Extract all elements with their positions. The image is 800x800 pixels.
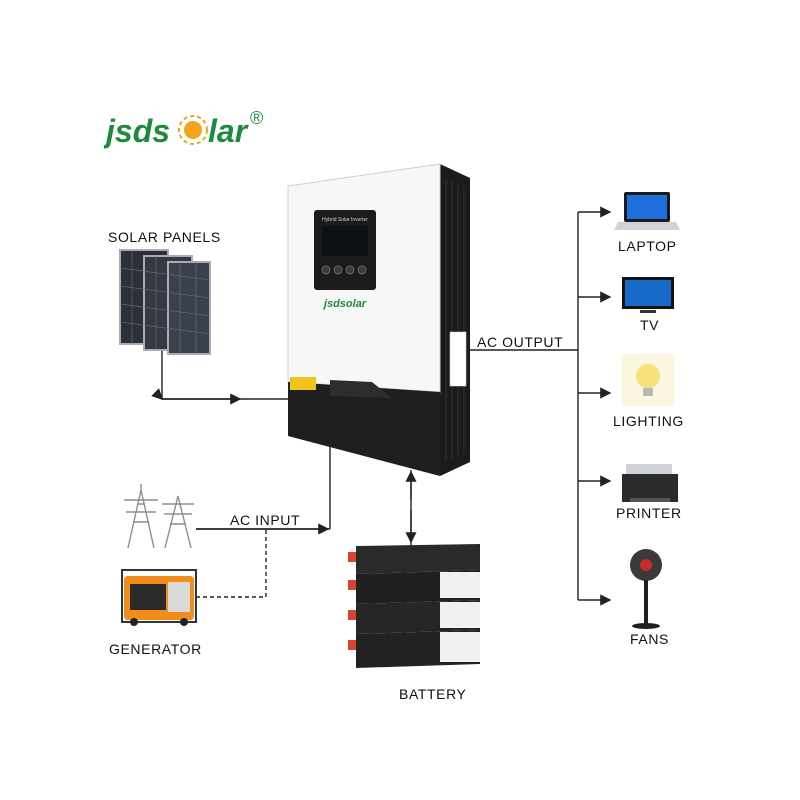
load-label-printer: PRINTER [616,505,682,521]
printer-icon [622,464,678,502]
solar-panels-label: SOLAR PANELS [108,229,221,245]
tv-icon [622,277,674,313]
device-logo-text: jsdsolar [322,298,367,310]
laptop-icon [614,192,680,230]
brand-logo: jsds lar ® [104,108,263,149]
ac-input-label: AC INPUT [230,512,301,528]
registered-mark: ® [250,108,263,128]
load-label-laptop: LAPTOP [618,238,677,254]
fan-icon [630,549,662,629]
generator-label: GENERATOR [109,641,202,657]
sun-logo-icon [178,115,208,145]
device-screen-text: Hybrid Solar Inverter [322,217,368,223]
ac-output-label: AC OUTPUT [477,334,564,350]
light-bulb-icon [622,354,674,406]
brand-logo-text: jsds [104,113,170,149]
load-label-fans: FANS [630,631,669,647]
battery-label: BATTERY [399,686,467,702]
load-label-lighting: LIGHTING [613,413,684,429]
load-label-tv: TV [640,317,660,333]
generator-wire [196,529,267,598]
svg-text:lar: lar [208,113,249,149]
